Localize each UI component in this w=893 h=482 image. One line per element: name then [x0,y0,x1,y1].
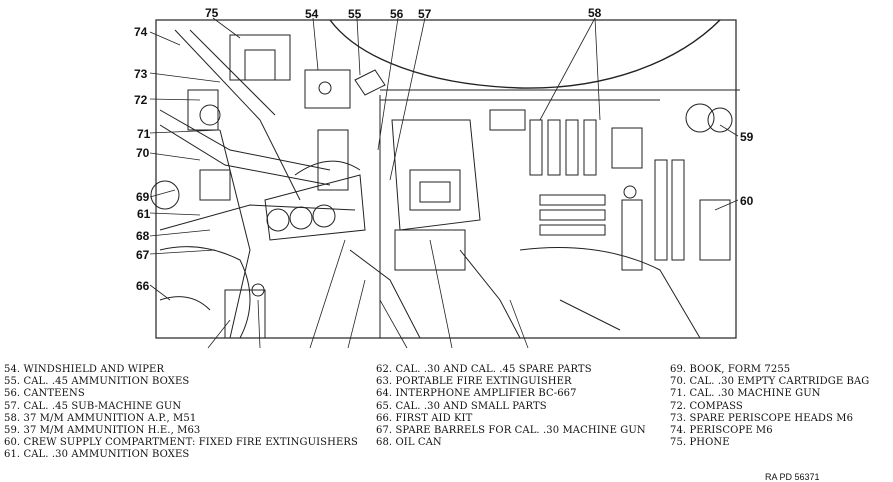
central-equipment [264,69,701,339]
legend-item: 67. SPARE BARRELS FOR CAL. .30 MACHINE G… [376,425,646,437]
legend-item: 75. PHONE [670,437,730,449]
legend-item: 64. INTERPHONE AMPLIFIER BC-667 [376,388,577,400]
callout-61-right: 61 [520,348,534,350]
reference-code: RA PD 56371 [765,472,820,482]
callout-73: 73 [134,67,148,81]
callout-70: 70 [136,146,150,160]
legend-item: 66. FIRST AID KIT [376,412,473,424]
left-structure [159,29,356,339]
ammunition-rack [380,89,740,271]
callout-67: 67 [136,248,150,262]
callout-64: 64 [302,348,316,350]
callout-55: 55 [348,7,362,21]
callout-61-left: 61 [137,207,151,221]
legend-item: 65. CAL. .30 AND SMALL PARTS [376,400,547,412]
legend-item: 68. OIL CAN [376,437,442,449]
callout-75: 75 [205,6,219,20]
legend-item: 58. 37 M/M AMMUNITION A.P., M51 [4,412,197,424]
legend-item: 74. PERISCOPE M6 [670,425,773,437]
callout-69: 69 [136,190,150,204]
callout-62: 62 [445,348,459,350]
callout-74: 74 [134,25,148,39]
turret-arc [329,19,721,89]
callout-57: 57 [418,7,432,21]
legend-item: 61. CAL. .30 AMMUNITION BOXES [4,449,190,461]
legend-item: 70. CAL. .30 EMPTY CARTRIDGE BAG [670,376,870,388]
vehicle-interior-drawing: 75 54 55 56 57 58 74 73 72 71 70 69 61 6… [134,6,754,350]
callout-65: 65 [200,348,214,350]
legend-item: 63. PORTABLE FIRE EXTINGUISHER [376,376,572,388]
legend-column-1: 54. WINDSHIELD AND WIPER 55. CAL. .45 AM… [4,364,358,462]
legend-column-2: 62. CAL. .30 AND CAL. .45 SPARE PARTS 63… [376,364,646,449]
callout-56-bottom: 56 [252,348,266,350]
lower-left-items [150,180,266,339]
callout-56: 56 [390,7,404,21]
callout-58: 58 [588,6,602,20]
callout-68: 68 [136,229,150,243]
legend-item: 72. COMPASS [670,400,743,412]
legend-item: 71. CAL. .30 MACHINE GUN [670,388,821,400]
legend-item: 54. WINDSHIELD AND WIPER [4,364,165,375]
callout-71: 71 [137,127,151,141]
callout-59: 59 [740,130,754,144]
legend-item: 60. CREW SUPPLY COMPARTMENT: FIXED FIRE … [4,437,358,449]
callout-63: 63 [399,348,413,350]
legend-item: 55. CAL. .45 AMMUNITION BOXES [4,376,190,388]
drawing-frame [155,19,737,339]
legend-item: 62. CAL. .30 AND CAL. .45 SPARE PARTS [376,364,592,375]
legend-item: 69. BOOK, FORM 7255 [670,364,791,375]
callout-54: 54 [305,7,319,21]
legend-column-3: 69. BOOK, FORM 7255 70. CAL. .30 EMPTY C… [670,364,869,449]
leader-lines [149,17,739,349]
callout-60: 60 [740,194,754,208]
legend-item: 56. CANTEENS [4,388,85,400]
callout-66: 66 [136,279,150,293]
callout-61-bottom: 61 [341,348,355,350]
legend-item: 59. 37 M/M AMMUNITION H.E., M63 [4,425,201,437]
callout-72: 72 [134,93,148,107]
legend-item: 73. SPARE PERISCOPE HEADS M6 [670,412,854,424]
legend-item: 57. CAL. .45 SUB-MACHINE GUN [4,400,182,412]
